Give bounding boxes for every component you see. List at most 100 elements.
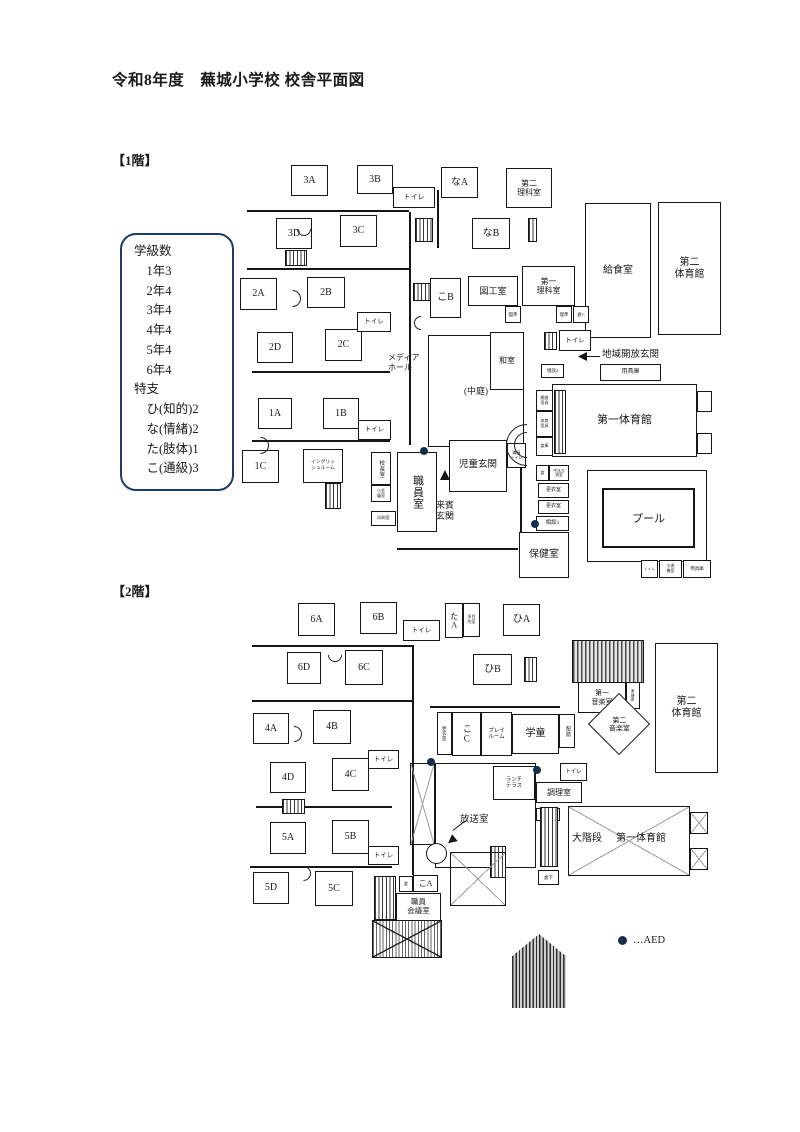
room-washitsu: 和室	[490, 332, 524, 390]
room-rika2: 第二 理科室	[506, 168, 552, 208]
room-kurashita: 倉下	[538, 870, 559, 885]
room-sodan1: 相談1	[536, 516, 569, 531]
roof-pyramid	[372, 920, 442, 958]
label-daikaidan: 大階段	[572, 832, 602, 844]
roof-spire	[512, 934, 566, 1008]
room-chusui: 中水ろ 過室	[549, 465, 569, 481]
room-3d: 3D	[276, 218, 312, 249]
stage-box	[697, 391, 712, 412]
wall	[437, 190, 439, 248]
arrow-left-icon	[578, 352, 587, 361]
stairs-icon	[540, 807, 558, 867]
room-1b: 1B	[323, 398, 359, 429]
door-arc-icon	[292, 290, 301, 307]
room-2d: 2D	[257, 332, 293, 363]
legend-line: 6年4	[134, 362, 172, 377]
room-insatsu: 印刷室	[371, 511, 396, 526]
room-1c: 1C	[242, 450, 279, 483]
stairs-icon	[415, 218, 433, 242]
aed-dot-icon	[618, 936, 627, 945]
room-koi-b: 更衣室	[538, 500, 569, 514]
room-zuko: 図工室	[468, 276, 518, 306]
wall	[430, 706, 560, 708]
room-rika1: 第一 理科室	[522, 266, 575, 306]
room-koi-2f: 更衣室	[437, 712, 452, 755]
room-hi-b: ひB	[473, 654, 512, 685]
toilet-2f-east: トイレ	[560, 763, 587, 781]
room-shokuin: 職員室	[397, 452, 437, 532]
label-hoso: 放送室	[460, 814, 489, 825]
door-arc-icon	[414, 316, 428, 330]
room-4a: 4A	[253, 713, 289, 744]
legend-line: 学級数	[134, 244, 172, 258]
room-ko-b: こB	[430, 278, 461, 318]
room-2a: 2A	[240, 278, 277, 310]
room-3c: 3C	[340, 215, 377, 247]
room-playroom: プレイ ルーム	[481, 712, 512, 756]
stairs-icon	[554, 390, 566, 454]
room-kura-s: 倉	[536, 465, 549, 481]
label-chiiki-genkan: 地域開放玄関	[602, 349, 660, 360]
aed-location-dot	[531, 520, 539, 528]
toilet-2f-mid: トイレ	[368, 750, 399, 769]
room-kaigi-small: 小会 議室	[371, 485, 391, 502]
legend-line: 3年4	[134, 303, 172, 318]
room-5b: 5B	[332, 820, 369, 854]
room-soko: 倉庫	[536, 437, 553, 456]
toilet-2f-north: トイレ	[403, 620, 440, 641]
room-ko-c: こC	[452, 712, 481, 756]
room-ta-a: たA	[445, 603, 463, 638]
toilet-pool: トイレ	[641, 560, 658, 578]
wall	[250, 866, 392, 868]
room-3a: 3A	[291, 165, 328, 196]
room-ko-a: こA	[413, 875, 438, 892]
room-english: イングリッ シュルーム	[303, 449, 343, 483]
room-gym2: 第二 体育館	[658, 202, 721, 335]
stage-box	[697, 433, 712, 454]
label-media-hall: メディア ホール	[388, 353, 420, 372]
wall	[256, 806, 392, 808]
room-6d: 6D	[287, 652, 321, 684]
stairs-icon	[544, 332, 557, 350]
room-rijun: 理準	[556, 306, 572, 323]
legend-line: た(肢体)1	[134, 441, 199, 456]
stairs-icon	[282, 799, 305, 814]
wall	[252, 645, 412, 647]
stage-void	[690, 812, 708, 834]
aed-location-dot	[533, 766, 541, 774]
room-5d: 5D	[253, 872, 289, 904]
legend-line: こ(通級)3	[134, 461, 199, 476]
legend-line: ひ(知的)2	[134, 402, 199, 416]
room-chori: 調理室	[536, 782, 582, 803]
room-1a: 1A	[258, 398, 292, 429]
room-shokuin-kaigi: 職員 会議室	[396, 893, 441, 921]
wall	[247, 210, 409, 212]
legend-line: 4年4	[134, 323, 172, 337]
room-sodan2: 相談2	[541, 364, 564, 378]
wall	[247, 268, 409, 270]
label-raihin-genkan: 来賓 玄関	[436, 500, 455, 521]
room-jido-genkan: 児童玄関	[449, 440, 507, 492]
void-west	[410, 763, 435, 845]
stairs-icon	[325, 483, 341, 509]
void-gym	[568, 806, 690, 876]
aed-location-dot	[420, 447, 428, 455]
room-tamokuteki: 多目 的室	[463, 603, 480, 637]
room-kaiho-yogu: 開放 用具	[536, 390, 553, 411]
door-arc-icon	[328, 648, 342, 662]
door-arc-icon	[303, 866, 311, 881]
wall	[252, 700, 412, 702]
aed-legend-label: …AED	[633, 935, 666, 946]
room-2b: 2B	[307, 277, 345, 308]
stage-void	[690, 848, 708, 870]
room-yogu-ko: 用具庫	[600, 364, 661, 381]
room-6a: 6A	[298, 603, 335, 636]
label-gym1-2f: 第一体育館	[616, 832, 666, 844]
toilet-2f-south: トイレ	[368, 846, 399, 865]
room-lunch: ランチ テラス	[493, 766, 535, 800]
toilet-north: トイレ	[393, 187, 435, 208]
aed-legend: …AED	[618, 935, 665, 946]
room-hi-a: ひA	[503, 604, 540, 636]
